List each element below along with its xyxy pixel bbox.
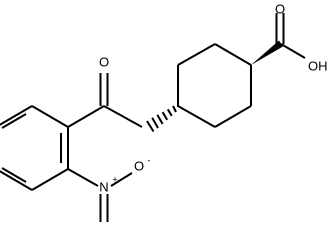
nitro-nitrogen-label: N: [99, 179, 108, 194]
bond: [177, 105, 216, 128]
bond: [31, 105, 69, 128]
bond: [214, 43, 252, 66]
bond: [214, 105, 252, 128]
cyclohexane-ring: [177, 43, 252, 128]
aromatic-inner-bond: [1, 167, 27, 183]
wedge-bond: [251, 40, 283, 65]
hydroxyl-label: OH: [308, 58, 328, 73]
ketone-oxygen-label: O: [99, 54, 109, 69]
bond: [177, 43, 216, 66]
ketone-group: O: [99, 54, 109, 106]
bond: [110, 172, 133, 187]
ketone-benzene-bond: [67, 105, 105, 128]
methylene-ketone-bond: [103, 105, 143, 128]
hash-line: [161, 111, 169, 121]
hash-line: [151, 117, 159, 129]
hash-line: [172, 105, 177, 113]
bond: [0, 170, 33, 191]
benzene-ring: [0, 105, 69, 191]
aromatic-inner-bond: [1, 113, 27, 129]
hash-line: [156, 114, 164, 125]
bond: [31, 168, 69, 191]
carboxylic-acid-group: O OH: [251, 1, 328, 73]
benzene-nitro-bond: [67, 168, 99, 187]
nitro-group: N + O -: [99, 155, 151, 222]
hashed-wedge-bond: [146, 105, 179, 133]
bond: [280, 43, 306, 59]
nitro-oxygen-charge: -: [148, 155, 151, 165]
nitro-oxygen-label: O: [134, 158, 144, 173]
hash-line: [166, 108, 173, 117]
hash-line: [146, 120, 155, 133]
bond: [0, 105, 33, 126]
nitro-nitrogen-charge: +: [112, 174, 117, 184]
carboxyl-oxygen-label: O: [275, 1, 285, 16]
